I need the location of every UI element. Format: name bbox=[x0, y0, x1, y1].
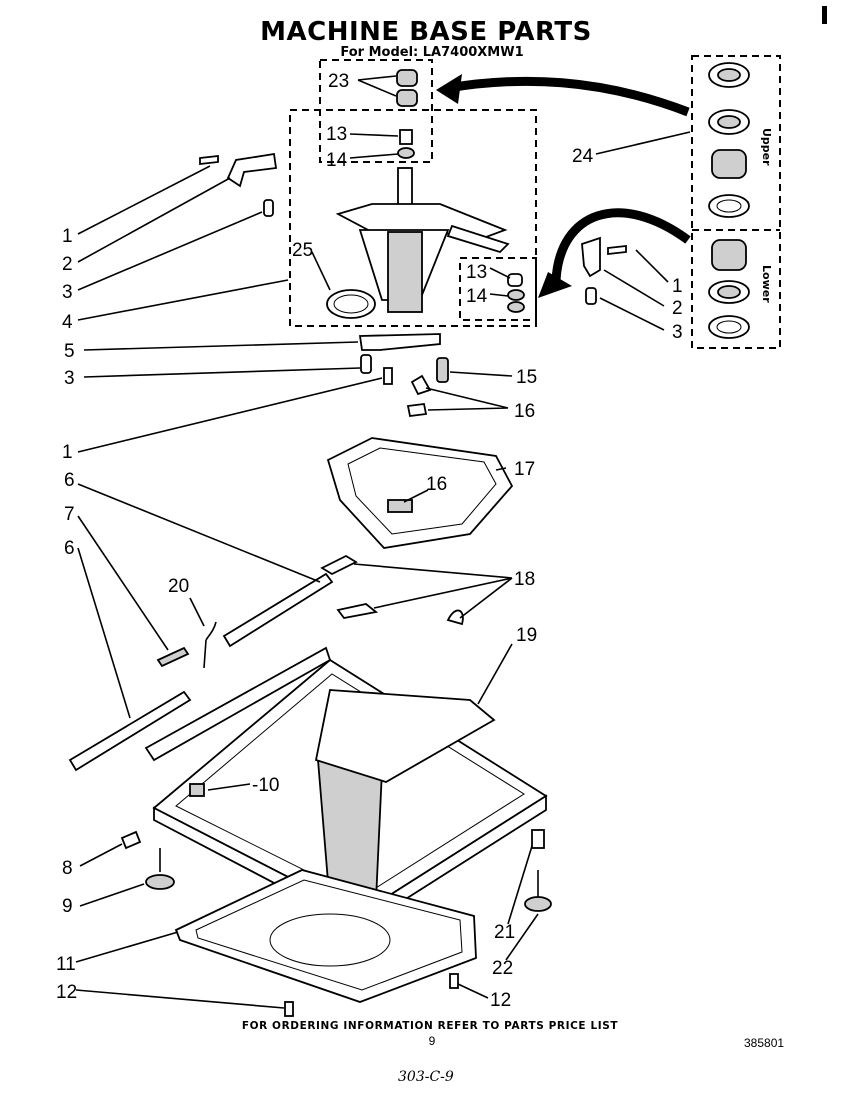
callout-6a: 6 bbox=[64, 470, 75, 491]
bushing-13b bbox=[507, 273, 523, 287]
callout-14a: 14 bbox=[326, 150, 348, 171]
spring-3-right bbox=[585, 287, 597, 305]
slide-6-upper bbox=[222, 572, 334, 648]
callout-16a: 16 bbox=[514, 401, 535, 422]
callout-12b: 12 bbox=[490, 990, 511, 1011]
callout-21: 21 bbox=[494, 922, 515, 943]
bushing-23 bbox=[396, 69, 418, 107]
base-pan-11 bbox=[174, 869, 477, 1003]
callout-22: 22 bbox=[492, 958, 513, 979]
corner-mark bbox=[822, 6, 827, 24]
upper-bearing-arrow bbox=[447, 76, 690, 117]
bolt-1-right bbox=[607, 244, 627, 256]
nut-21 bbox=[531, 829, 545, 849]
page-title: MACHINE BASE PARTS bbox=[260, 17, 592, 47]
callout-13a: 13 bbox=[326, 124, 347, 145]
spring-7 bbox=[156, 646, 190, 668]
pad-18b bbox=[336, 603, 379, 619]
transmission-hub bbox=[335, 167, 510, 313]
callout-2b: 2 bbox=[672, 298, 683, 319]
lower-bearing-arrow bbox=[551, 208, 691, 281]
clip-20 bbox=[203, 621, 217, 669]
base-frame-19 bbox=[144, 646, 548, 930]
bushing-13 bbox=[399, 129, 413, 145]
tray-17 bbox=[326, 437, 514, 549]
callout-18: 18 bbox=[514, 569, 535, 590]
upper-label: Upper bbox=[760, 128, 773, 166]
callout-numbers: 23 13 14 24 1 2 3 4 25 13 14 1 2 3 5 3 1… bbox=[56, 71, 683, 1011]
callout-6b: 6 bbox=[64, 538, 75, 559]
callout-23: 23 bbox=[328, 71, 349, 92]
pad-18a bbox=[320, 554, 358, 576]
callout-10: -10 bbox=[252, 775, 279, 796]
callout-15: 15 bbox=[516, 367, 537, 388]
slide-6-lower bbox=[68, 690, 192, 772]
callout-1a: 1 bbox=[62, 226, 73, 247]
callout-12a: 12 bbox=[56, 982, 77, 1003]
spring-15 bbox=[436, 357, 449, 383]
page-number: 9 bbox=[429, 1034, 436, 1048]
callout-24: 24 bbox=[572, 146, 594, 167]
callout-16b: 16 bbox=[426, 474, 447, 495]
small-bushing-box bbox=[459, 257, 537, 321]
callout-9: 9 bbox=[62, 896, 73, 917]
lever-5 bbox=[358, 333, 441, 351]
pad-16b bbox=[406, 403, 428, 417]
callout-13b: 13 bbox=[466, 262, 487, 283]
callout-3a: 3 bbox=[62, 282, 73, 303]
bushing-group-box bbox=[319, 59, 433, 163]
model-line: For Model: LA7400XMW1 bbox=[340, 45, 523, 60]
foot-9 bbox=[145, 874, 175, 890]
callout-20: 20 bbox=[168, 576, 189, 597]
pad-16a bbox=[410, 374, 432, 396]
clip-18c bbox=[446, 609, 464, 626]
callout-25: 25 bbox=[292, 240, 313, 261]
callout-14b: 14 bbox=[466, 286, 488, 307]
screw-12-left bbox=[284, 1001, 294, 1017]
callout-2a: 2 bbox=[62, 254, 73, 275]
callout-19: 19 bbox=[516, 625, 537, 646]
callout-5: 5 bbox=[64, 341, 75, 362]
callout-1c: 1 bbox=[62, 442, 73, 463]
bolt-1-left bbox=[199, 154, 219, 166]
handwritten-note: 303-C-9 bbox=[398, 1069, 454, 1085]
callout-3c: 3 bbox=[64, 368, 75, 389]
bracket-2-right bbox=[581, 236, 601, 278]
spring-3-left bbox=[263, 199, 274, 217]
bolt-1-center bbox=[383, 367, 393, 385]
washer-14 bbox=[397, 147, 415, 159]
lower-label: Lower bbox=[760, 265, 773, 303]
spring-8 bbox=[120, 830, 142, 850]
washer-14b bbox=[507, 301, 525, 313]
callout-11: 11 bbox=[56, 954, 76, 975]
seal-ring-25 bbox=[326, 289, 376, 319]
bearing-kit-panel: Upper Lower bbox=[691, 55, 781, 349]
callout-7: 7 bbox=[64, 504, 75, 525]
bracket-2-left bbox=[226, 152, 278, 188]
screw-12-right bbox=[449, 973, 459, 989]
transmission-group-box bbox=[289, 109, 537, 327]
upper-bearing-set bbox=[708, 62, 750, 218]
foot-22 bbox=[524, 896, 552, 912]
callout-17: 17 bbox=[514, 459, 535, 480]
spring-3-center bbox=[360, 354, 372, 374]
ordering-note: FOR ORDERING INFORMATION REFER TO PARTS … bbox=[242, 1020, 619, 1032]
leader-lines bbox=[75, 75, 691, 1009]
callout-1b: 1 bbox=[672, 276, 683, 297]
callout-3b: 3 bbox=[672, 322, 683, 343]
lower-bearing-set bbox=[708, 239, 750, 339]
callout-4: 4 bbox=[62, 312, 73, 333]
clip-10 bbox=[189, 783, 205, 797]
document-number: 385801 bbox=[744, 1036, 784, 1050]
callout-8: 8 bbox=[62, 858, 73, 879]
